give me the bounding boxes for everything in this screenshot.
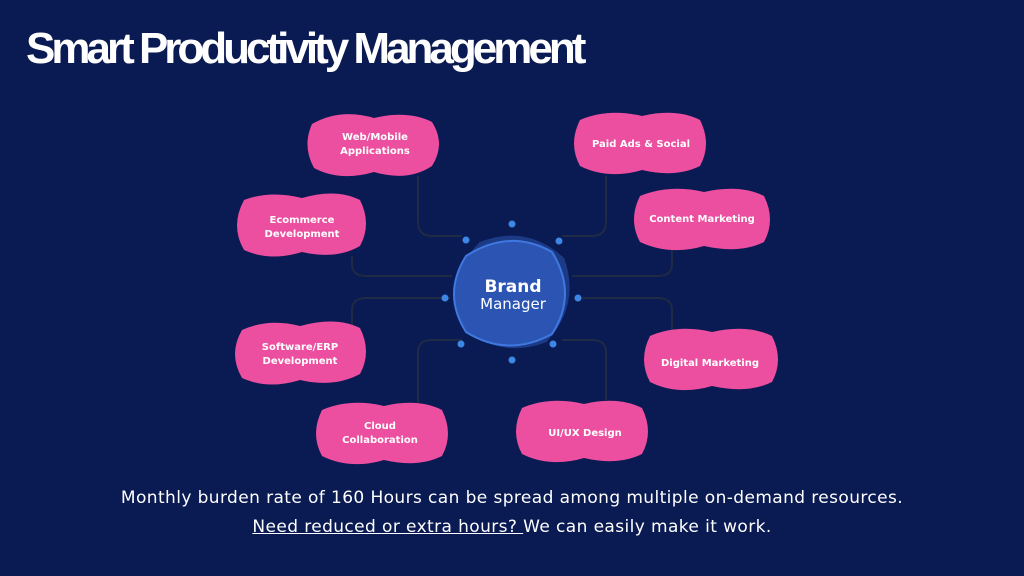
node-label: Digital Marketing: [661, 358, 759, 369]
center-subtitle: Manager: [480, 295, 547, 313]
connector-lines: [351, 176, 673, 404]
footer-line2-rest: We can easily make it work.: [523, 517, 772, 537]
node-label: UI/UX Design: [548, 428, 622, 439]
need-hours-link[interactable]: Need reduced or extra hours?: [252, 517, 524, 537]
brand-manager-center: Brand Manager: [441, 220, 582, 364]
center-title: Brand: [484, 277, 541, 297]
footer-line1: Monthly burden rate of 160 Hours can be …: [120, 488, 904, 508]
page-title: Smart Productivity Management: [26, 24, 586, 73]
node-label: Paid Ads & Social: [592, 139, 690, 150]
node-label: Content Marketing: [649, 214, 755, 225]
node-label-line2: Collaboration: [342, 435, 418, 446]
node-label-line2: Development: [263, 356, 338, 367]
node-label-line2: Development: [265, 229, 340, 240]
footer-line2: Need reduced or extra hours? We can easi…: [0, 513, 1024, 542]
node-label-line1: Ecommerce: [270, 215, 335, 226]
node-cloud-collaboration: Cloud Collaboration: [316, 402, 448, 465]
node-content-marketing: Content Marketing: [634, 188, 770, 251]
node-ecommerce-development: Ecommerce Development: [237, 193, 366, 257]
node-label-line1: Cloud: [364, 421, 396, 432]
node-uiux-design: UI/UX Design: [516, 400, 648, 463]
node-digital-marketing: Digital Marketing: [644, 328, 778, 391]
node-web-mobile-applications: Web/Mobile Applications: [307, 114, 439, 177]
node-software-erp-development: Software/ERP Development: [235, 321, 366, 385]
orbit-dots: [441, 220, 582, 364]
node-label-line2: Applications: [340, 146, 410, 157]
node-label-line1: Web/Mobile: [342, 132, 408, 143]
node-label-line1: Software/ERP: [262, 342, 338, 353]
footer-text: Monthly burden rate of 160 Hours can be …: [0, 484, 1024, 542]
node-paid-ads-social: Paid Ads & Social: [574, 112, 706, 175]
